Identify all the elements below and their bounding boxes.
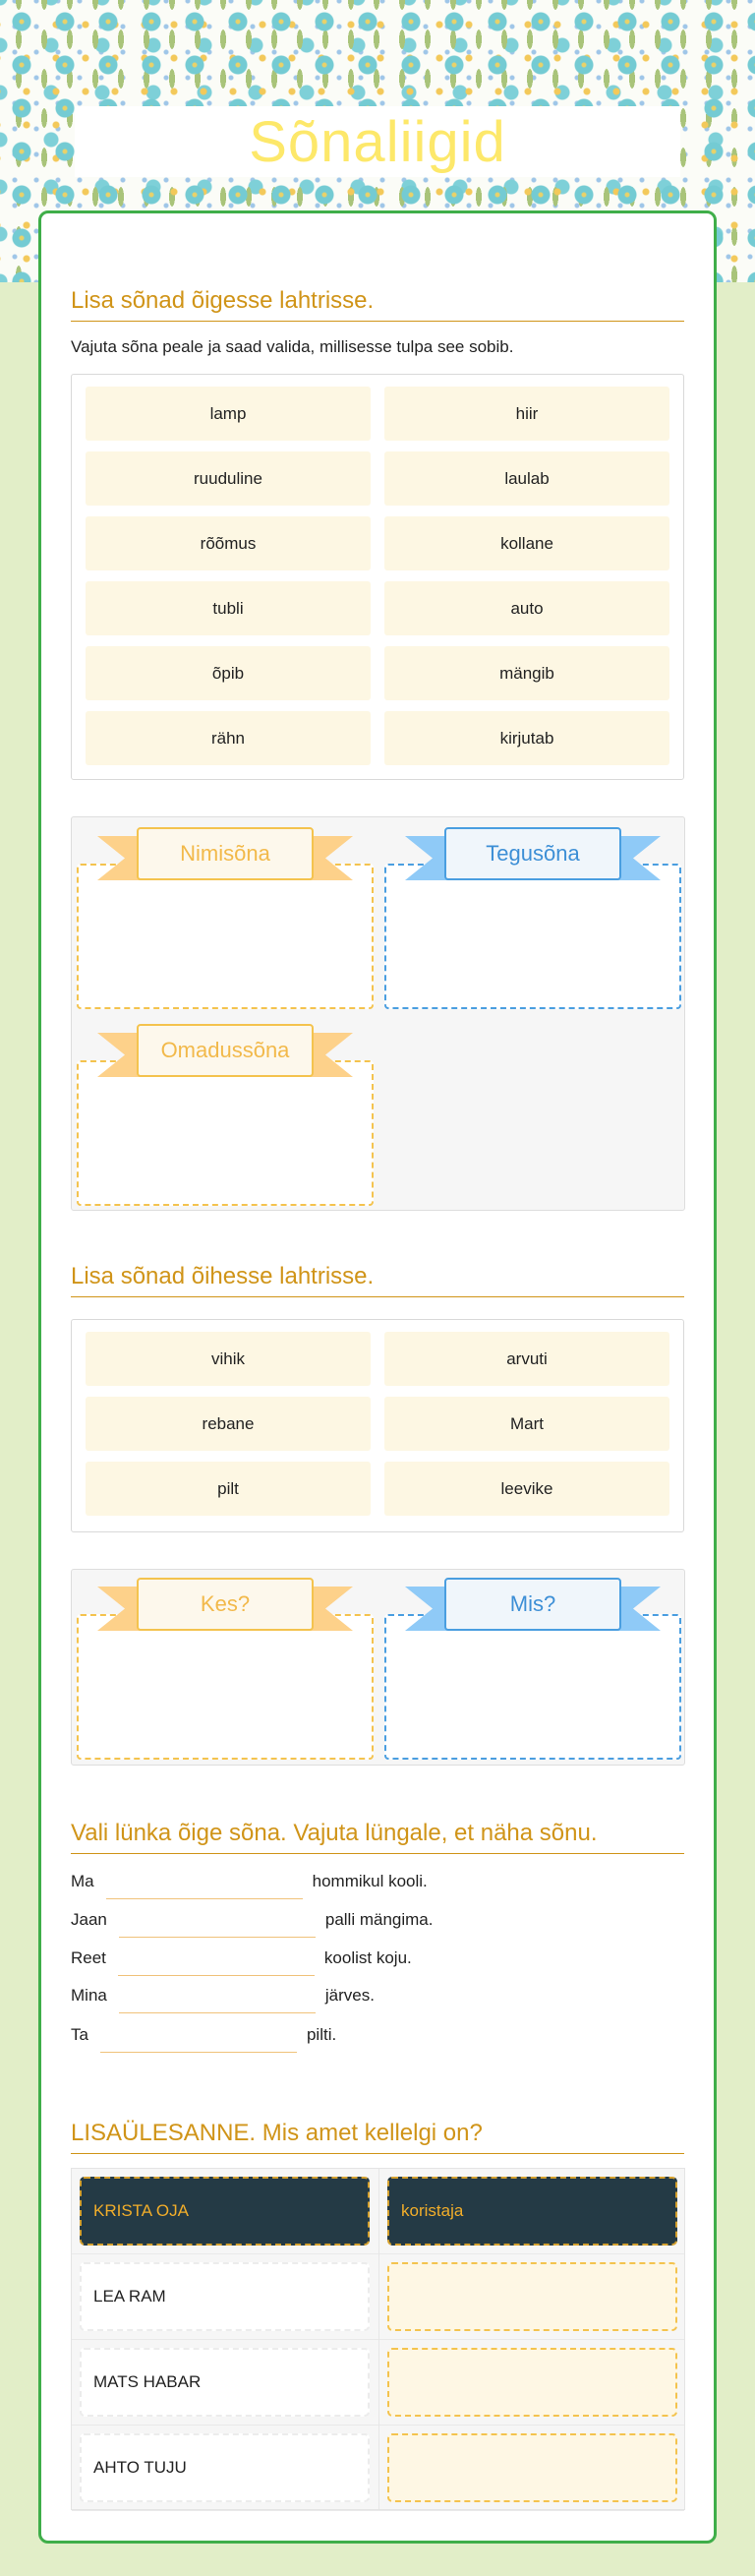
category-ribbon: Nimisõna (97, 827, 353, 880)
category-ribbon: Kes? (97, 1578, 353, 1631)
word-card[interactable]: Mart (384, 1397, 669, 1451)
gap-blank[interactable] (117, 1948, 315, 1976)
drop-zone-omadussona[interactable] (77, 1060, 374, 1206)
sentence-start: Mina (71, 1986, 107, 2005)
sentence-start: Jaan (71, 1910, 107, 1929)
job-drop-slot[interactable] (387, 2433, 677, 2502)
word-card[interactable]: auto (384, 581, 669, 635)
drop-zone-mis[interactable] (384, 1614, 681, 1760)
job-drop-slot[interactable] (387, 2348, 677, 2417)
sentence-end: hommikul kooli. (312, 1872, 428, 1890)
word-card[interactable]: leevike (384, 1462, 669, 1516)
page-title: Sõnaliigid (249, 109, 506, 174)
person-name: AHTO TUJU (80, 2433, 370, 2502)
header-name: KRISTA OJA (80, 2177, 370, 2246)
matching-table: KRISTA OJA koristaja LEA RAM MATS HABAR AH… (71, 2168, 685, 2511)
sentence-end: järves. (324, 1986, 375, 2005)
section-heading: Vali lünka õige sõna. Vajuta lüngale, et… (71, 1820, 684, 1854)
column-divider (378, 2169, 379, 2509)
gap-blank[interactable] (105, 1872, 303, 1899)
category-board-2: Kes? Mis? (71, 1569, 685, 1766)
category-label: Nimisõna (137, 827, 314, 880)
person-name: MATS HABAR (80, 2348, 370, 2417)
word-card[interactable]: arvuti (384, 1332, 669, 1386)
sentence-row: Ta pilti. (71, 2025, 336, 2053)
sentence-end: palli mängima. (324, 1910, 434, 1929)
category-ribbon: Omadussõna (97, 1024, 353, 1077)
section-heading: Lisa sõnad õihesse lahtrisse. (71, 1263, 684, 1297)
sentence-row: Jaan palli mängima. (71, 1910, 433, 1938)
word-card[interactable]: õpib (86, 646, 371, 700)
sentence-start: Ta (71, 2025, 88, 2044)
sentence-start: Reet (71, 1948, 106, 1967)
word-card[interactable]: vihik (86, 1332, 371, 1386)
word-card[interactable]: lamp (86, 387, 371, 441)
category-label: Omadussõna (137, 1024, 314, 1077)
word-card[interactable]: rebane (86, 1397, 371, 1451)
section-heading: Lisa sõnad õigesse lahtrisse. (71, 287, 684, 322)
category-ribbon: Tegusõna (405, 827, 661, 880)
gap-blank[interactable] (118, 1986, 316, 2013)
sentence-row: Reet koolist koju. (71, 1948, 412, 1976)
gap-blank[interactable] (99, 2025, 297, 2053)
word-card[interactable]: mängib (384, 646, 669, 700)
drop-zone-tegusona[interactable] (384, 864, 681, 1009)
word-card[interactable]: hiir (384, 387, 669, 441)
word-card[interactable]: pilt (86, 1462, 371, 1516)
word-card[interactable]: rähn (86, 711, 371, 765)
category-ribbon: Mis? (405, 1578, 661, 1631)
person-name: LEA RAM (80, 2262, 370, 2331)
category-board-1: Nimisõna Tegusõna Omadussõna (71, 816, 685, 1211)
title-box: Sõnaliigid (75, 106, 680, 177)
category-label: Mis? (444, 1578, 621, 1631)
table-row: AHTO TUJU (72, 2426, 684, 2511)
drop-zone-kes[interactable] (77, 1614, 374, 1760)
table-row: LEA RAM (72, 2254, 684, 2340)
word-card[interactable]: kollane (384, 516, 669, 570)
table-row: MATS HABAR (72, 2340, 684, 2426)
sentence-end: pilti. (306, 2025, 337, 2044)
category-label: Kes? (137, 1578, 314, 1631)
category-label: Tegusõna (444, 827, 621, 880)
sentence-start: Ma (71, 1872, 94, 1890)
table-header-row: KRISTA OJA koristaja (72, 2169, 684, 2254)
sentence-row: Ma hommikul kooli. (71, 1872, 428, 1899)
drop-zone-nimisona[interactable] (77, 864, 374, 1009)
gap-blank[interactable] (118, 1910, 316, 1938)
sentence-row: Mina järves. (71, 1986, 375, 2013)
section-heading: LISAÜLESANNE. Mis amet kellelgi on? (71, 2120, 684, 2154)
sentence-end: koolist koju. (323, 1948, 412, 1967)
job-drop-slot[interactable] (387, 2262, 677, 2331)
word-card[interactable]: kirjutab (384, 711, 669, 765)
word-card[interactable]: rõõmus (86, 516, 371, 570)
word-card[interactable]: tubli (86, 581, 371, 635)
instruction: Vajuta sõna peale ja saad valida, millis… (71, 337, 514, 356)
word-card[interactable]: laulab (384, 451, 669, 506)
header-job: koristaja (387, 2177, 677, 2246)
word-card[interactable]: ruuduline (86, 451, 371, 506)
